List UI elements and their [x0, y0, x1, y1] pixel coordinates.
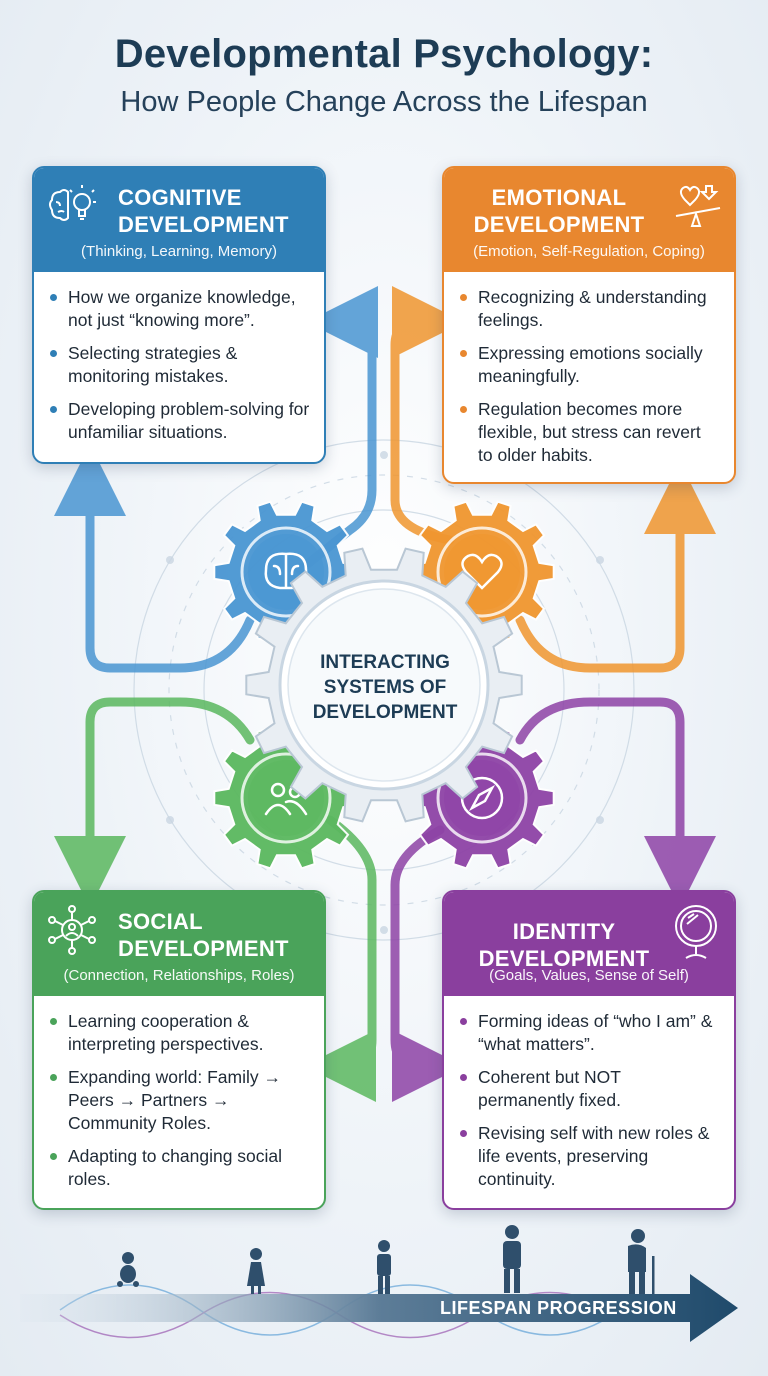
heart-balance-icon [675, 185, 721, 227]
identity-title-line: DEVELOPMENT [478, 946, 650, 971]
bullet-text: Learning cooperation & interpreting pers… [68, 1011, 264, 1054]
lifespan-timeline [20, 1225, 738, 1342]
list-item: Expressing emotions socially meaningfull… [460, 342, 720, 388]
baby-icon [117, 1252, 139, 1287]
center-label-line: INTERACTING [320, 652, 450, 673]
identity-bullets: Forming ideas of “who I am” & “what matt… [444, 996, 734, 1191]
emotional-card-header: EMOTIONAL DEVELOPMENT (Emotion, Self-Reg… [444, 168, 734, 272]
emotional-subtitle: (Emotion, Self-Regulation, Coping) [473, 243, 705, 260]
center-label-line: SYSTEMS OF [323, 677, 447, 698]
timeline-arrow [20, 1274, 738, 1342]
list-item: Coherent but NOT permanently fixed. [460, 1066, 720, 1112]
list-item: Regulation becomes more flexible, but st… [460, 398, 720, 467]
cognitive-card-header: COGNITIVE DEVELOPMENT (Thinking, Learnin… [34, 168, 324, 272]
social-card-header: SOCIAL DEVELOPMENT (Connection, Relation… [34, 892, 324, 996]
bullet-text: Recognizing & understanding feelings. [478, 287, 707, 330]
list-item: Developing problem-solving for unfamilia… [50, 398, 310, 444]
bullet-text: How we organize knowledge, not just “kno… [68, 287, 296, 330]
list-item: Learning cooperation & interpreting pers… [50, 1010, 310, 1056]
network-people-icon [48, 905, 96, 955]
brain-lightbulb-icon [49, 185, 96, 221]
page-subtitle: How People Change Across the Lifespan [120, 86, 648, 118]
identity-card: IDENTITY DEVELOPMENT (Goals, Values, Sen… [442, 890, 736, 1210]
emotional-title-line: DEVELOPMENT [473, 212, 645, 237]
adolescent-icon [377, 1240, 391, 1294]
list-item: Selecting strategies & monitoring mistak… [50, 342, 310, 388]
social-subtitle: (Connection, Relationships, Roles) [63, 967, 295, 984]
social-title-line: DEVELOPMENT [118, 936, 289, 961]
emotional-bullets: Recognizing & understanding feelings. Ex… [444, 272, 734, 467]
list-item: Forming ideas of “who I am” & “what matt… [460, 1010, 720, 1056]
list-item: Revising self with new roles & life even… [460, 1122, 720, 1191]
cognitive-bullets: How we organize knowledge, not just “kno… [34, 272, 324, 444]
center-label: INTERACTING SYSTEMS OF DEVELOPMENT [285, 650, 485, 725]
cognitive-subtitle: (Thinking, Learning, Memory) [81, 243, 277, 260]
bullet-text: Adapting to changing social roles. [68, 1146, 283, 1189]
bullet-text: Expressing emotions socially meaningfull… [478, 343, 703, 386]
emotional-title-line: EMOTIONAL [491, 185, 627, 210]
identity-card-header: IDENTITY DEVELOPMENT (Goals, Values, Sen… [444, 892, 734, 996]
cognitive-title-line: DEVELOPMENT [118, 212, 289, 237]
heart-icon [461, 553, 503, 590]
identity-subtitle: (Goals, Values, Sense of Self) [489, 967, 689, 984]
cognitive-card: COGNITIVE DEVELOPMENT (Thinking, Learnin… [32, 166, 326, 464]
identity-title-line: IDENTITY [512, 919, 616, 944]
cognitive-title-line: COGNITIVE [118, 185, 242, 210]
list-item: Recognizing & understanding feelings. [460, 286, 720, 332]
center-label-line: DEVELOPMENT [312, 702, 458, 723]
elder-icon [628, 1229, 655, 1294]
list-item: How we organize knowledge, not just “kno… [50, 286, 310, 332]
center-gear [245, 547, 523, 823]
bullet-text: Selecting strategies & monitoring mistak… [68, 343, 238, 386]
mirror-icon [675, 905, 717, 959]
bullet-text: Developing problem-solving for unfamilia… [68, 399, 310, 442]
adult-icon [503, 1225, 521, 1293]
bullet-text: Forming ideas of “who I am” & “what matt… [478, 1011, 713, 1054]
child-icon [247, 1248, 265, 1294]
bullet-text: Expanding world: Family → Peers → Partne… [68, 1067, 281, 1133]
bullet-text: Revising self with new roles & life even… [478, 1123, 710, 1189]
social-bullets: Learning cooperation & interpreting pers… [34, 996, 324, 1191]
social-title-line: SOCIAL [118, 909, 203, 934]
emotional-card: EMOTIONAL DEVELOPMENT (Emotion, Self-Reg… [442, 166, 736, 484]
timeline-label: LIFESPAN PROGRESSION [440, 1298, 677, 1318]
page-title: Developmental Psychology: [114, 32, 654, 76]
list-item: Expanding world: Family → Peers → Partne… [50, 1066, 310, 1135]
bullet-text: Coherent but NOT permanently fixed. [478, 1067, 621, 1110]
bullet-text: Regulation becomes more flexible, but st… [478, 399, 701, 465]
social-card: SOCIAL DEVELOPMENT (Connection, Relation… [32, 890, 326, 1210]
list-item: Adapting to changing social roles. [50, 1145, 310, 1191]
